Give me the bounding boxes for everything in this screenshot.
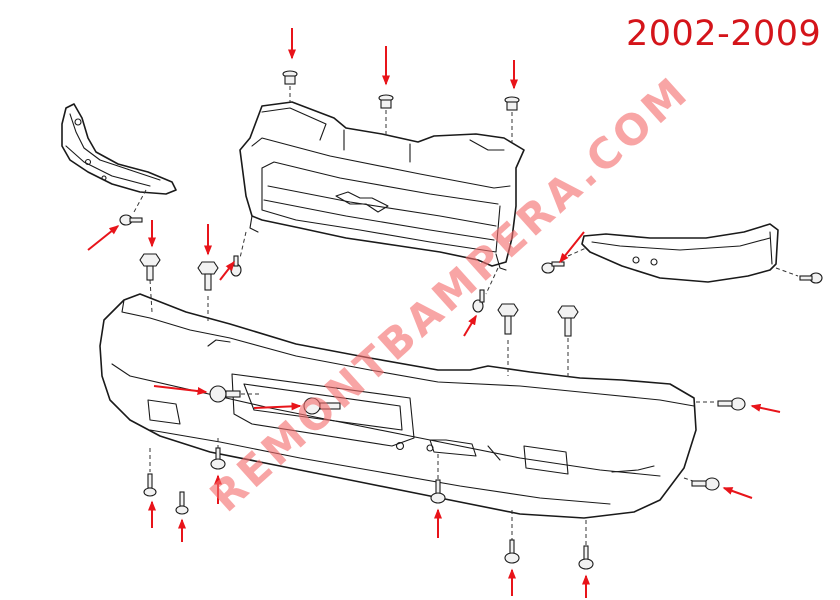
- red-arrow-icon: [559, 231, 585, 264]
- screw-icon: [230, 255, 242, 277]
- screw-icon: [578, 545, 594, 570]
- screw-icon: [799, 272, 823, 284]
- red-arrow-icon: [463, 314, 477, 337]
- clip-icon: [504, 96, 520, 111]
- clip-icon: [378, 94, 394, 109]
- model-year-label: 2002-2009: [626, 14, 822, 54]
- bolt-icon: [197, 261, 219, 291]
- red-arrow-icon: [87, 225, 120, 251]
- screw-icon: [504, 539, 520, 564]
- screw-icon: [210, 447, 226, 470]
- left-bumper-bracket: [61, 103, 177, 213]
- fastener-arrows: [87, 28, 781, 598]
- red-arrow-icon: [153, 385, 208, 395]
- screw-icon: [430, 479, 446, 504]
- screw-icon: [541, 261, 565, 274]
- screw-icon: [691, 477, 720, 491]
- screw-icon: [175, 491, 189, 515]
- bolt-icon: [497, 303, 519, 335]
- screw-icon: [143, 473, 157, 497]
- bolt-icon: [303, 397, 341, 415]
- red-arrow-icon: [219, 260, 235, 281]
- clip-icon: [282, 70, 298, 85]
- screw-icon: [717, 397, 746, 411]
- screw-icon: [472, 289, 485, 313]
- radiator-grille: [239, 86, 525, 295]
- red-arrow-icon: [253, 402, 302, 411]
- right-bumper-bracket: [567, 223, 799, 283]
- red-arrow-icon: [750, 403, 781, 413]
- fasteners: [119, 70, 823, 570]
- front-bumper-cover: [99, 279, 716, 548]
- bolt-icon: [557, 305, 579, 337]
- red-arrow-icon: [722, 487, 753, 499]
- bolt-icon: [209, 385, 241, 403]
- bolt-icon: [139, 253, 161, 281]
- screw-icon: [119, 214, 143, 226]
